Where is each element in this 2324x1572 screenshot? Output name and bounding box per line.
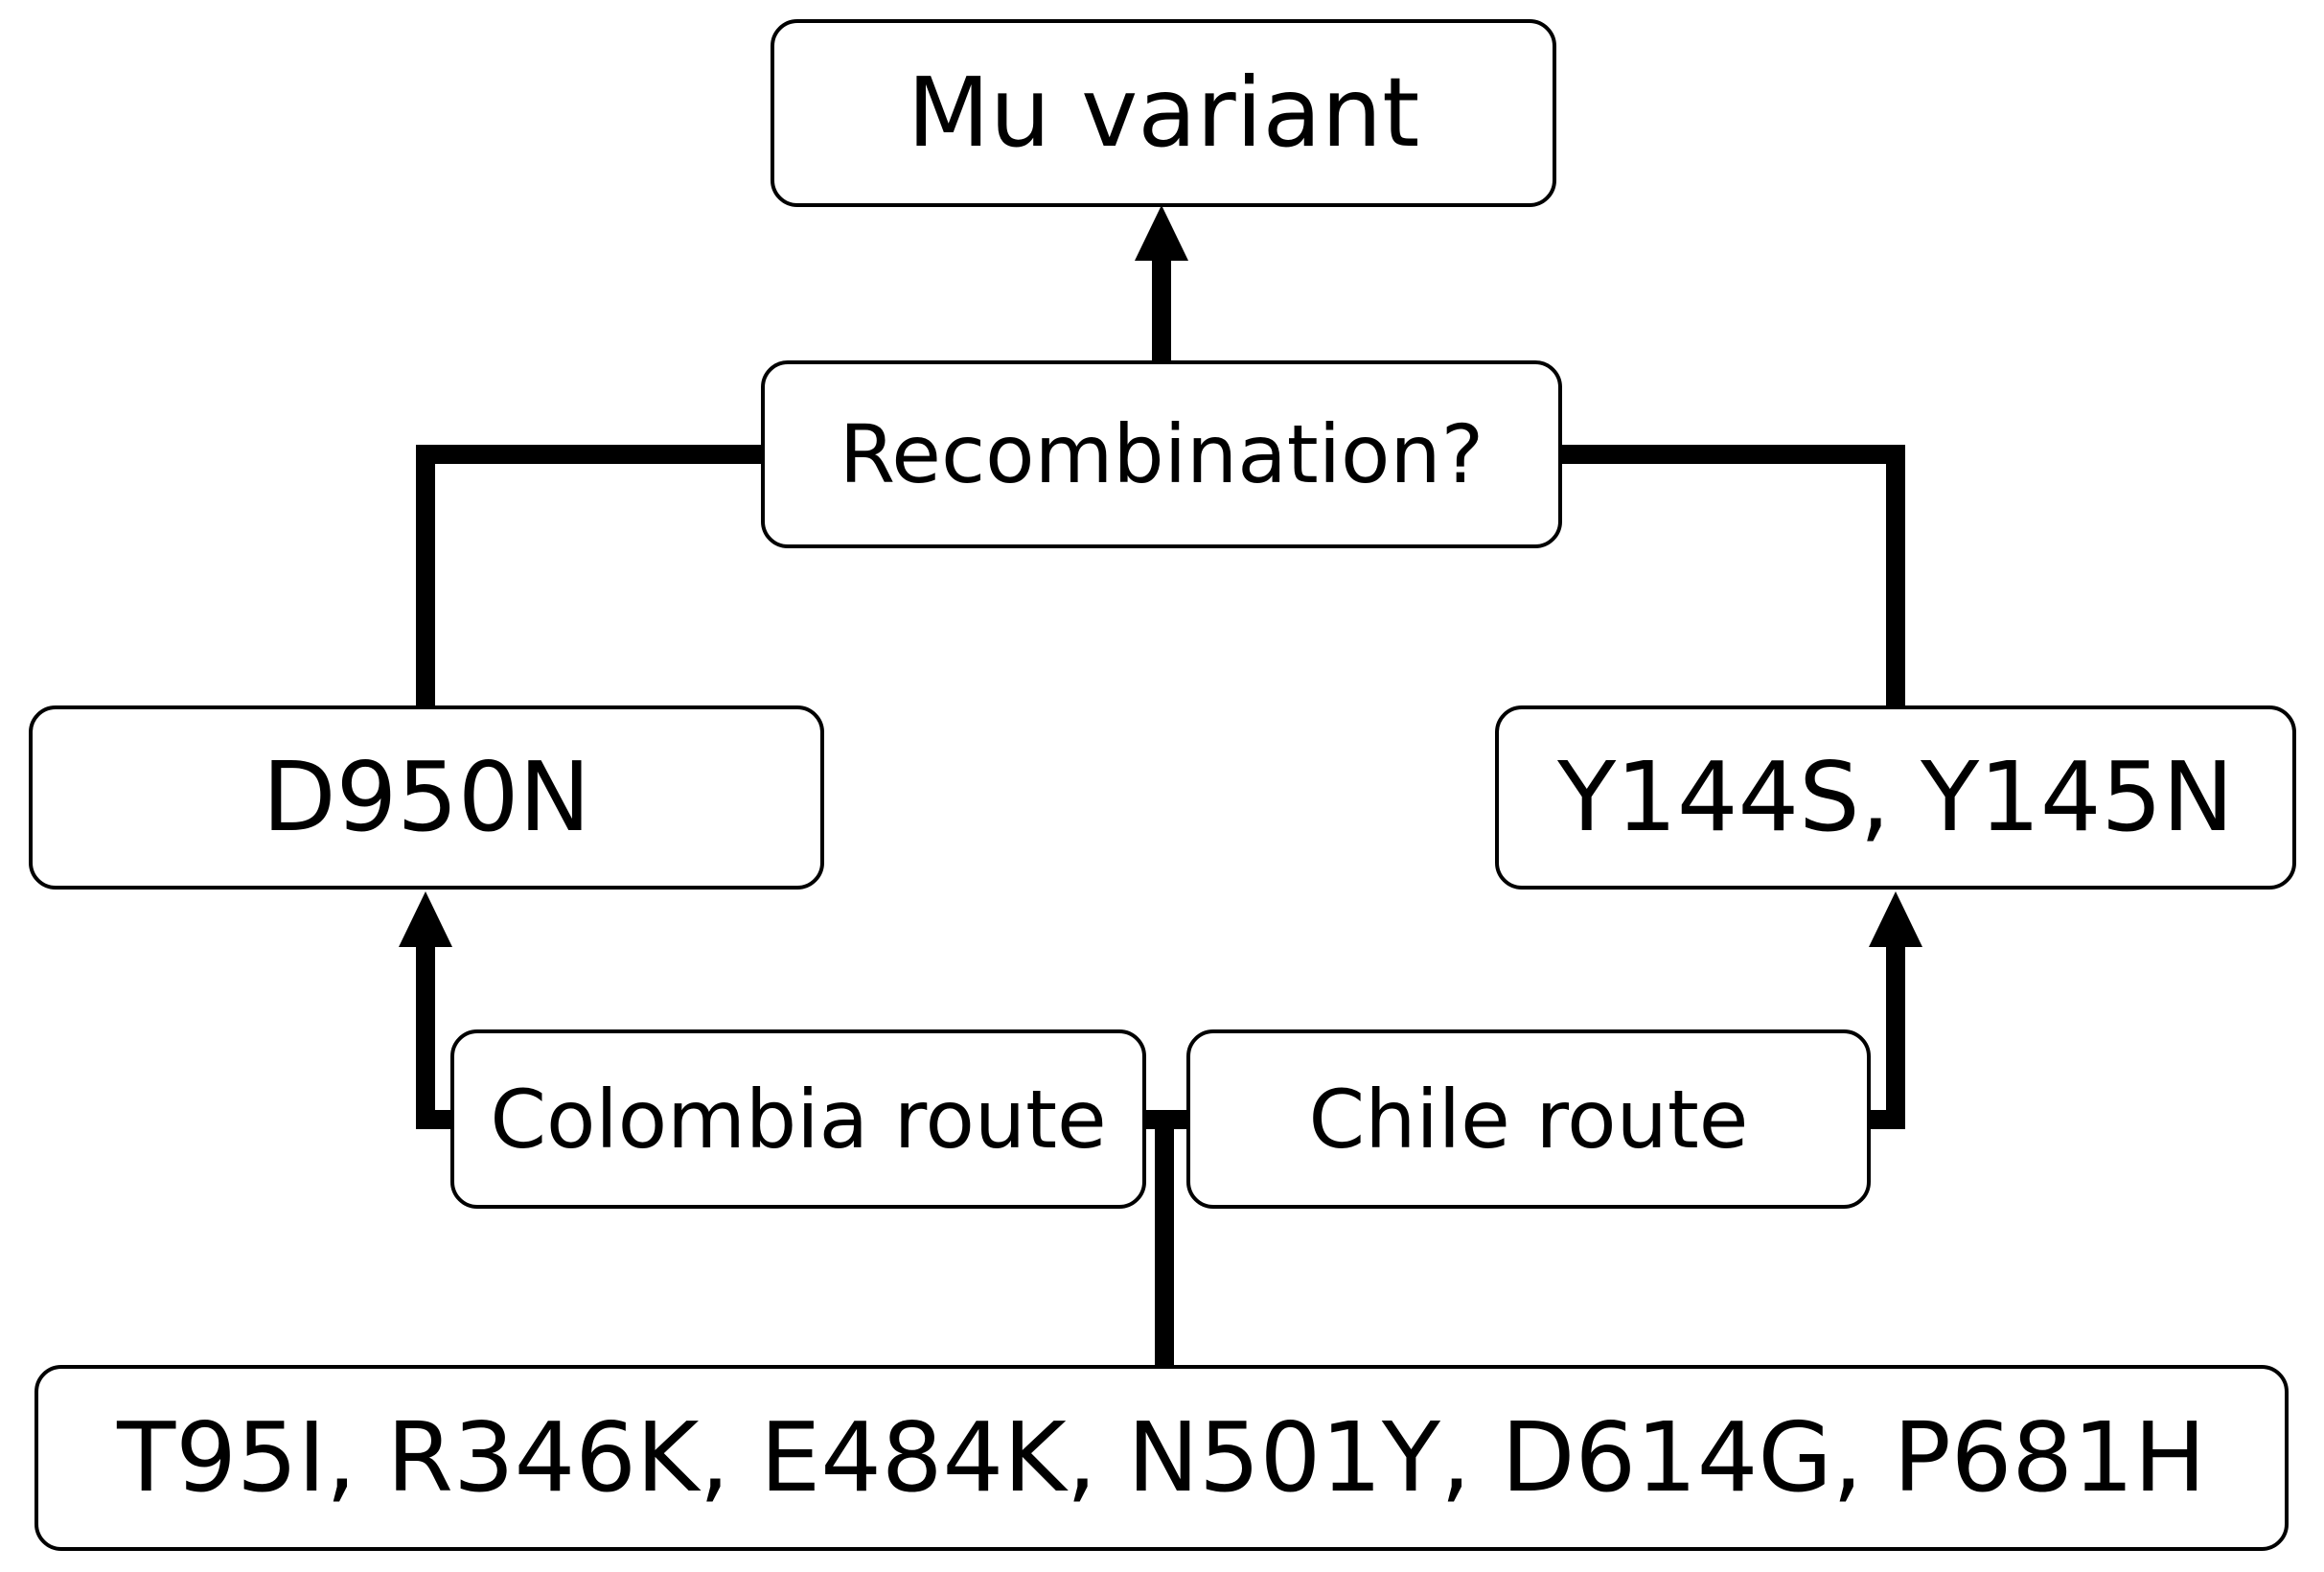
edge-d950n-to-recombination-horizontal bbox=[416, 445, 767, 464]
node-d950n: D950N bbox=[29, 705, 824, 890]
node-y144s-y145n-label: Y144S, Y145N bbox=[1557, 741, 2234, 853]
arrowhead-up-icon bbox=[399, 891, 452, 947]
edge-chile-to-y144s-vertical bbox=[1886, 943, 1905, 1129]
arrowhead-up-icon bbox=[1869, 891, 1922, 947]
node-recombination: Recombination? bbox=[761, 360, 1562, 548]
node-colombia-route: Colombia route bbox=[450, 1029, 1146, 1209]
node-y144s-y145n: Y144S, Y145N bbox=[1495, 705, 2296, 890]
node-shared-mutations: T95I, R346K, E484K, N501Y, D614G, P681H bbox=[35, 1365, 2289, 1551]
node-colombia-route-label: Colombia route bbox=[490, 1072, 1107, 1167]
node-chile-route: Chile route bbox=[1186, 1029, 1871, 1209]
node-recombination-label: Recombination? bbox=[839, 407, 1484, 501]
node-mu-variant: Mu variant bbox=[771, 19, 1556, 207]
node-mu-variant-label: Mu variant bbox=[907, 57, 1420, 169]
edge-shared-to-routes-vertical bbox=[1155, 1110, 1174, 1375]
edge-y144s-to-recombination-horizontal bbox=[1558, 445, 1905, 464]
edge-colombia-to-d950n-vertical bbox=[416, 943, 435, 1129]
edge-recombination-to-mu-vertical bbox=[1152, 254, 1171, 370]
arrowhead-up-icon bbox=[1135, 205, 1188, 261]
node-chile-route-label: Chile route bbox=[1308, 1072, 1749, 1167]
edge-d950n-to-recombination-vertical bbox=[416, 445, 435, 709]
edge-shared-to-routes-crossbar bbox=[1142, 1110, 1192, 1129]
edge-y144s-to-recombination-vertical bbox=[1886, 445, 1905, 709]
node-d950n-label: D950N bbox=[262, 741, 591, 853]
node-shared-mutations-label: T95I, R346K, E484K, N501Y, D614G, P681H bbox=[117, 1401, 2206, 1514]
